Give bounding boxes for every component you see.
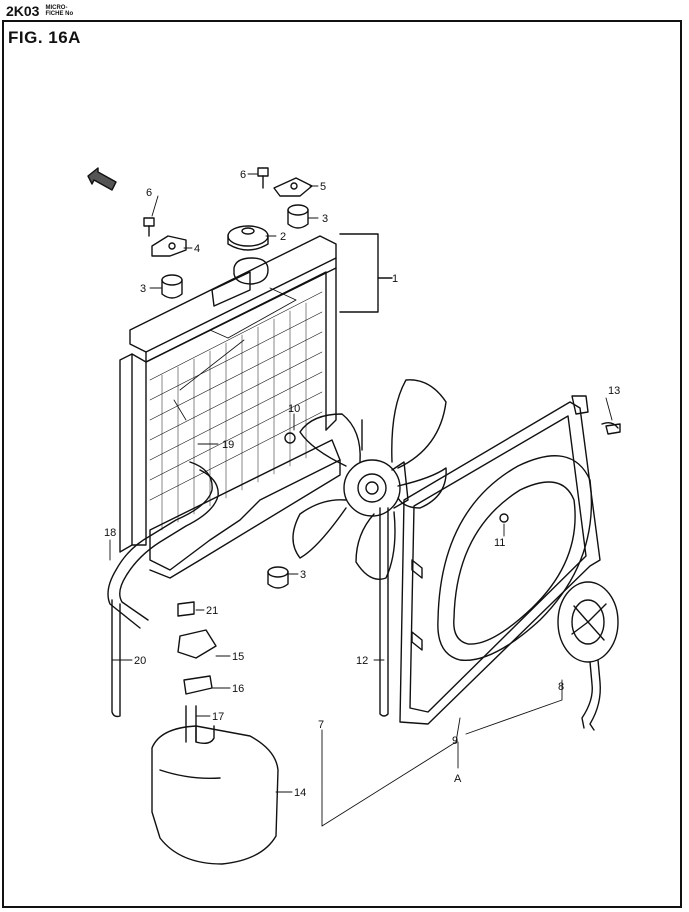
reservoir-tank	[151, 601, 279, 865]
callout-6-left: 6	[146, 187, 152, 199]
callout-18: 18	[104, 527, 116, 539]
callout-3-left: 3	[140, 283, 146, 295]
figure-title: FIG. 16A	[8, 28, 81, 47]
callout-9: 9	[452, 735, 458, 747]
shroud-support-rod	[379, 507, 389, 717]
screw-13	[605, 423, 621, 435]
callout-10: 10	[288, 403, 300, 415]
page-header: 2K03 MICRO- FICHE No	[6, 2, 73, 20]
radiator-drain-plug	[284, 432, 296, 444]
callout-19: 19	[222, 439, 234, 451]
microfiche-label: MICRO- FICHE No	[45, 5, 73, 17]
figure-frame	[2, 20, 682, 908]
upper-bracket-right	[273, 177, 313, 197]
callout-16: 16	[232, 683, 244, 695]
callout-A: A	[454, 773, 462, 785]
callout-13: 13	[608, 385, 620, 397]
callout-15: 15	[232, 651, 244, 663]
callout-8: 8	[558, 681, 564, 693]
bolt-right	[257, 167, 269, 189]
leader-lines	[109, 173, 613, 827]
callout-1: 1	[392, 273, 398, 285]
fan-shroud	[399, 395, 619, 725]
front-arrow-icon	[87, 167, 117, 191]
radiator	[119, 233, 393, 579]
microfiche-line-1: MICRO-	[45, 5, 68, 11]
callout-4: 4	[194, 243, 200, 255]
callout-14: 14	[294, 787, 306, 799]
callout-5: 5	[320, 181, 326, 193]
screw-11	[499, 513, 509, 523]
microfiche-line-2: FICHE No	[45, 11, 74, 17]
bolt-left	[143, 217, 155, 237]
radiator-cap	[227, 225, 269, 251]
callout-3-lower: 3	[300, 569, 306, 581]
catalog-code: 2K03	[6, 3, 40, 19]
callout-11: 11	[494, 537, 505, 549]
overflow-hose-20	[111, 599, 121, 718]
callout-6-right: 6	[240, 169, 246, 181]
cushion-lower	[267, 566, 289, 589]
callout-12: 12	[356, 655, 368, 667]
callout-20: 20	[134, 655, 146, 667]
cushion-upper-left	[161, 274, 183, 299]
callout-17: 17	[212, 711, 224, 723]
callout-7: 7	[318, 719, 324, 731]
reservoir-hose	[107, 461, 219, 629]
cooling-fan	[292, 379, 447, 580]
callout-21: 21	[206, 605, 218, 617]
cushion-upper-right	[287, 204, 309, 229]
upper-bracket-left	[151, 235, 187, 257]
callout-2: 2	[280, 231, 286, 243]
fan-motor	[557, 581, 619, 731]
callout-3-upper: 3	[322, 213, 328, 225]
